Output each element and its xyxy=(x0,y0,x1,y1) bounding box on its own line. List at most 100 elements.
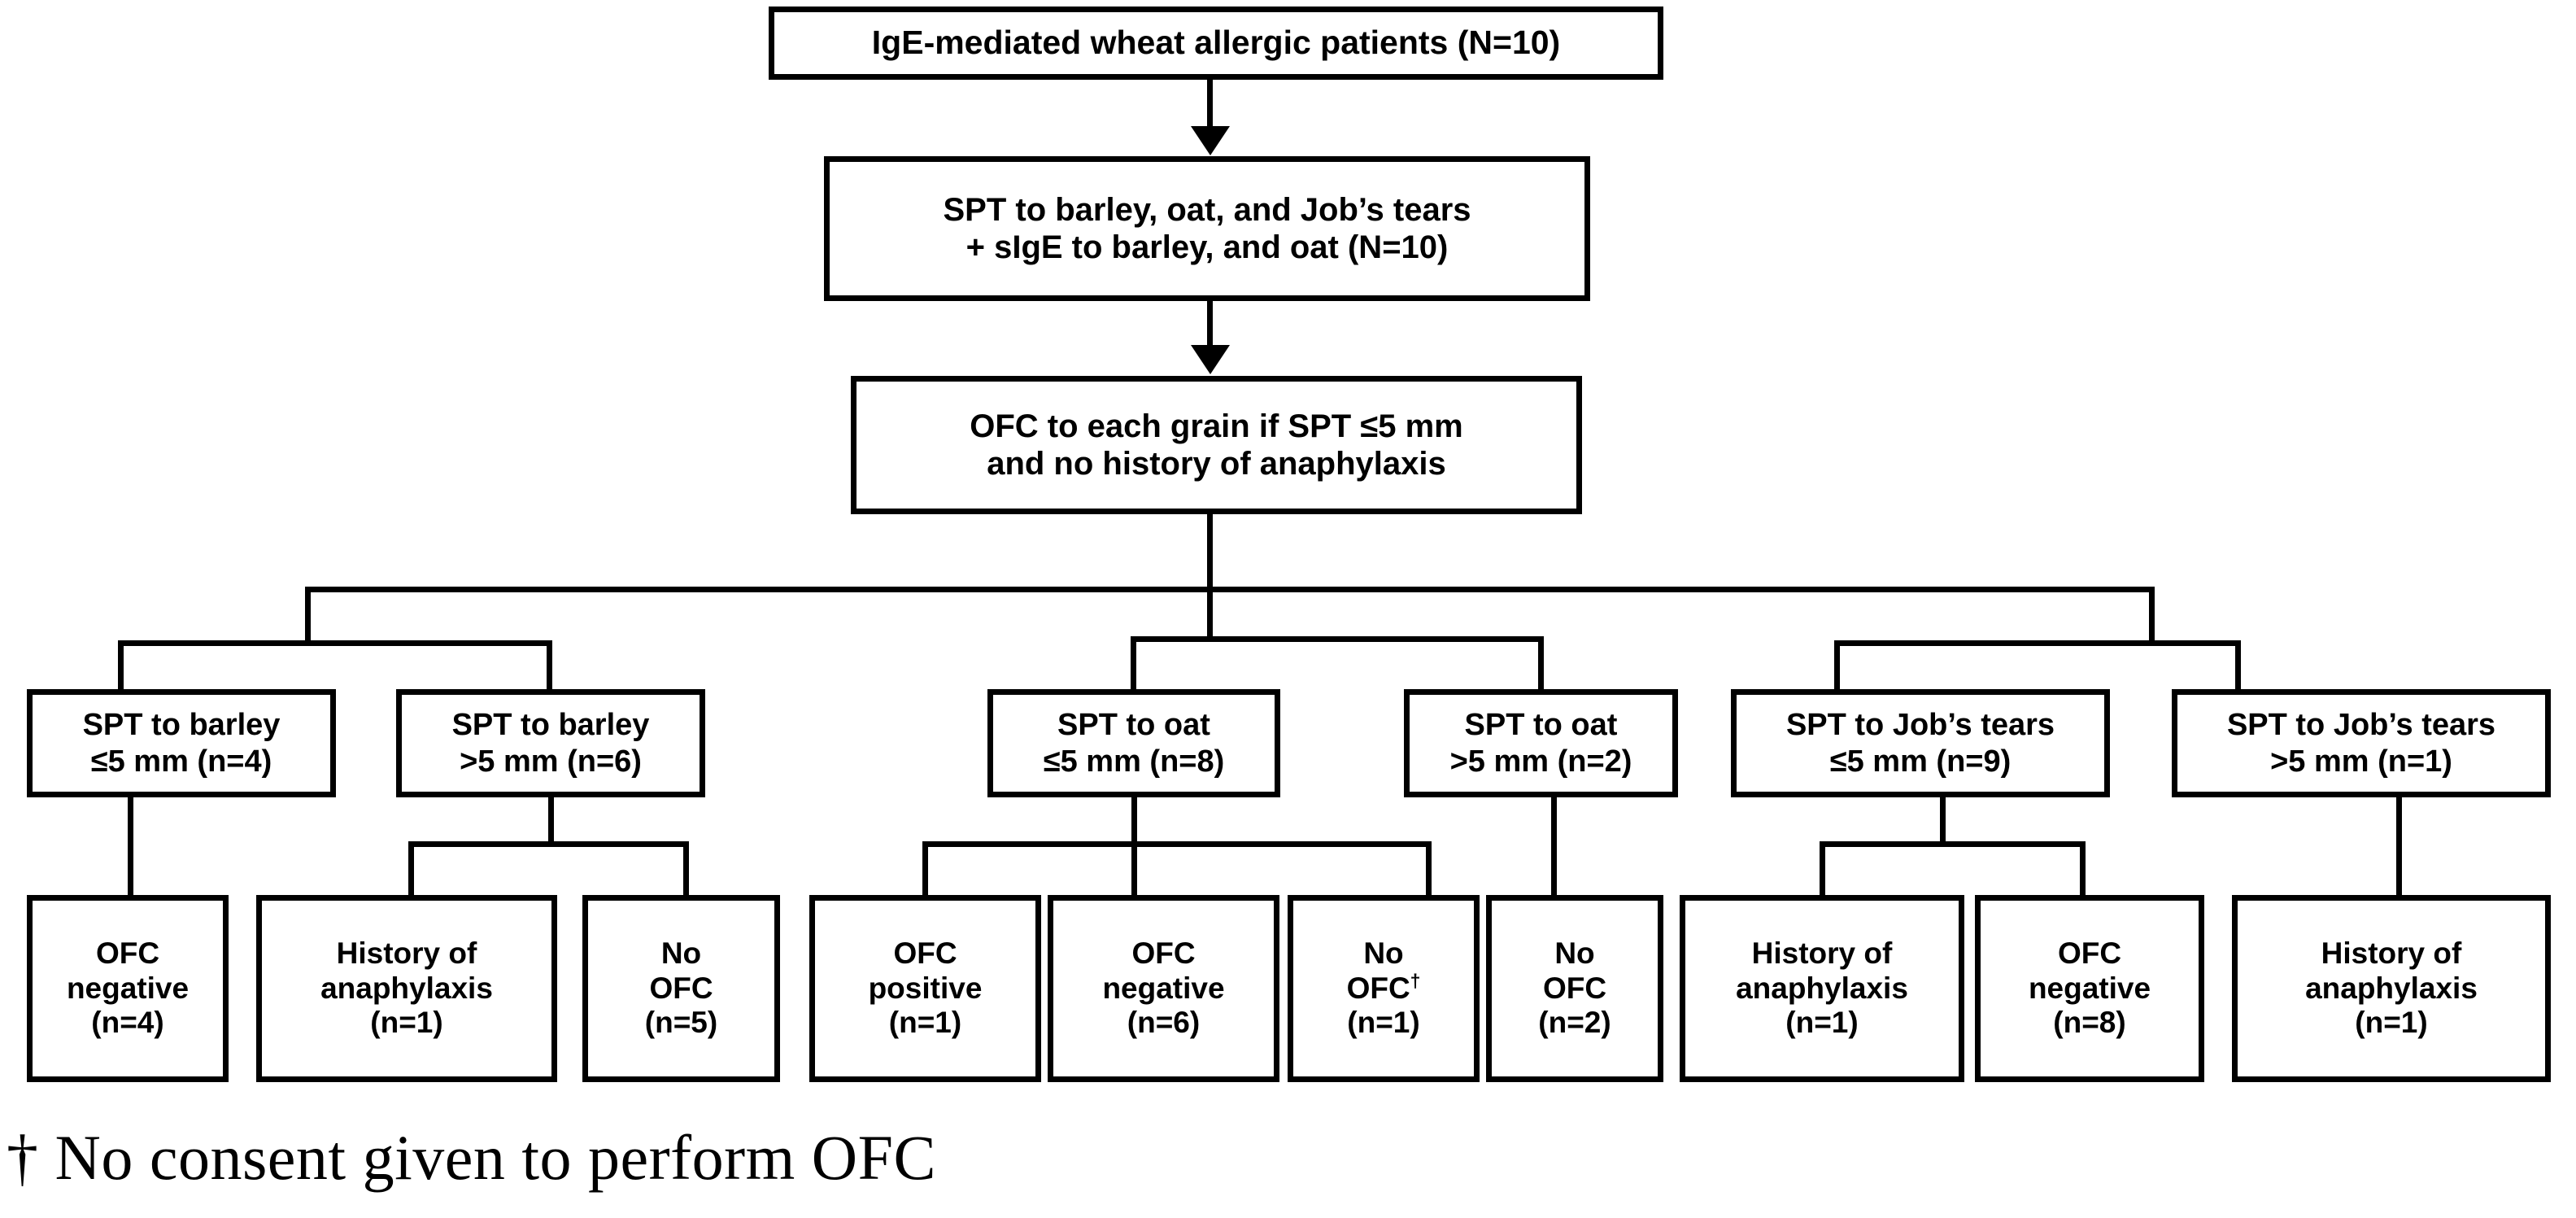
footnote-text: No consent given to perform OFC xyxy=(54,1122,937,1193)
connector-barley-high-leg-right xyxy=(683,841,689,895)
node-spt-oat-high: SPT to oat >5 mm (n=2) xyxy=(1404,689,1678,797)
node-label-line2: anaphylaxis xyxy=(320,971,493,1005)
connector-jobs-tears-low-rail xyxy=(1820,841,2086,847)
node-label-line2-group: OFC† xyxy=(1347,971,1421,1005)
node-leaf-no-ofc-oat-high: No OFC (n=2) xyxy=(1486,895,1663,1082)
node-label-line3: (n=1) xyxy=(1785,1006,1859,1040)
node-label-line1: History of xyxy=(2321,936,2462,970)
node-label: IgE-mediated wheat allergic patients (N=… xyxy=(871,24,1561,62)
connector-subrail-barley xyxy=(118,640,552,646)
connector-jobs-tears-high-to-leaf xyxy=(2396,797,2402,895)
footnote-marker-icon: † xyxy=(1410,970,1421,992)
node-label-line2: negative xyxy=(2028,971,2151,1005)
node-leaf-history-of-anaphylaxis-barley: History of anaphylaxis (n=1) xyxy=(256,895,557,1082)
node-label-line1: SPT to oat xyxy=(1464,708,1618,743)
connector-subrail-barley-right-leg xyxy=(547,640,552,691)
node-label-line3: (n=6) xyxy=(1127,1006,1201,1040)
node-label-line3: (n=8) xyxy=(2053,1006,2126,1040)
node-label-line3: (n=1) xyxy=(1347,1006,1420,1040)
node-label-line1: OFC xyxy=(2057,936,2122,970)
node-label-line1: OFC xyxy=(1131,936,1196,970)
node-label-line1: OFC xyxy=(95,936,160,970)
connector-subrail-oat xyxy=(1131,636,1544,642)
node-label-line1: SPT to oat xyxy=(1057,708,1210,743)
node-label-line1: SPT to barley, oat, and Job’s tears xyxy=(943,191,1471,228)
node-label-line2: >5 mm (n=1) xyxy=(2270,744,2452,779)
node-leaf-no-ofc-dagger-oat: No OFC† (n=1) xyxy=(1288,895,1480,1082)
node-label-line1: SPT to Job’s tears xyxy=(2226,708,2496,743)
connector-level3-stem xyxy=(1207,514,1213,592)
connector-rail-drop-oat xyxy=(1207,587,1213,640)
node-label-line2: >5 mm (n=6) xyxy=(460,744,642,779)
connector-oat-low-leg-left xyxy=(922,841,928,895)
connector-subrail-barley-left-leg xyxy=(118,640,124,691)
node-label-line1: SPT to barley xyxy=(82,708,281,743)
node-label-line2: and no history of anaphylaxis xyxy=(987,446,1446,482)
node-label-line1: SPT to Job’s tears xyxy=(1785,708,2055,743)
node-label-line3: (n=2) xyxy=(1538,1006,1611,1040)
connector-oat-low-stem xyxy=(1131,797,1137,845)
node-label-line2: OFC xyxy=(649,971,713,1005)
node-label-line2: OFC xyxy=(1346,971,1410,1005)
node-label-line1: History of xyxy=(1751,936,1893,970)
node-label-line2: + sIgE to barley, and oat (N=10) xyxy=(965,229,1449,265)
node-igeme­diated-wheat-allergic-patients: IgE-mediated wheat allergic patients (N=… xyxy=(769,7,1663,80)
connector-jobs-tears-low-stem xyxy=(1940,797,1946,845)
connector-oat-high-to-leaf xyxy=(1551,797,1557,895)
connector-barley-high-stem xyxy=(548,797,554,845)
node-spt-oat-low: SPT to oat ≤5 mm (n=8) xyxy=(987,689,1280,797)
node-label-line3: (n=5) xyxy=(644,1006,718,1040)
node-label-line1: SPT to barley xyxy=(451,708,650,743)
connector-barley-high-rail xyxy=(408,841,689,847)
node-label-line1: No xyxy=(1363,936,1404,970)
node-label-line1: History of xyxy=(336,936,477,970)
node-label-line2: ≤5 mm (n=9) xyxy=(1829,744,2012,779)
connector-jobs-tears-low-leg-left xyxy=(1820,841,1825,895)
node-label-line2: positive xyxy=(868,971,983,1005)
connector-oat-low-leg-right xyxy=(1426,841,1432,895)
connector-barley-low-to-leaf xyxy=(128,797,133,895)
connector-main-rail xyxy=(305,587,2155,592)
node-label-line1: No xyxy=(660,936,702,970)
node-label-line1: No xyxy=(1554,936,1595,970)
connector-subrail-jobs-tears xyxy=(1834,640,2241,646)
node-label-line3: (n=1) xyxy=(370,1006,443,1040)
node-ofc-criteria: OFC to each grain if SPT ≤5 mm and no hi… xyxy=(851,376,1582,514)
node-leaf-history-of-anaphylaxis-jobs-tears-low: History of anaphylaxis (n=1) xyxy=(1680,895,1964,1082)
node-label-line3: (n=1) xyxy=(2355,1006,2428,1040)
node-label-line3: (n=4) xyxy=(91,1006,164,1040)
node-label-line3: (n=1) xyxy=(888,1006,962,1040)
node-leaf-ofc-positive-oat: OFC positive (n=1) xyxy=(809,895,1041,1082)
node-leaf-no-ofc-barley: No OFC (n=5) xyxy=(582,895,780,1082)
node-spt-barley-low: SPT to barley ≤5 mm (n=4) xyxy=(27,689,336,797)
node-label-line2: negative xyxy=(1102,971,1225,1005)
connector-barley-high-leg-left xyxy=(408,841,414,895)
node-label-line1: OFC xyxy=(893,936,957,970)
node-label-line2: OFC xyxy=(1542,971,1607,1005)
node-label-line2: >5 mm (n=2) xyxy=(1449,744,1632,779)
arrowhead-level2 xyxy=(1191,126,1230,155)
node-spt-sige-panel: SPT to barley, oat, and Job’s tears + sI… xyxy=(824,156,1590,301)
node-leaf-ofc-negative-barley-low: OFC negative (n=4) xyxy=(27,895,229,1082)
node-label-line2: anaphylaxis xyxy=(2305,971,2478,1005)
node-label-line2: ≤5 mm (n=8) xyxy=(1043,744,1225,779)
node-leaf-ofc-negative-oat: OFC negative (n=6) xyxy=(1048,895,1279,1082)
connector-subrail-jobs-tears-right-leg xyxy=(2235,640,2241,691)
connector-oat-low-leg-mid xyxy=(1131,841,1137,895)
connector-rail-drop-barley xyxy=(305,587,311,645)
node-spt-jobs-tears-high: SPT to Job’s tears >5 mm (n=1) xyxy=(2172,689,2551,797)
footnote: † No consent given to perform OFC xyxy=(7,1121,936,1194)
node-label-line2: ≤5 mm (n=4) xyxy=(90,744,272,779)
connector-level2-to-level3 xyxy=(1207,301,1213,348)
connector-subrail-jobs-tears-left-leg xyxy=(1834,640,1840,691)
connector-subrail-oat-left-leg xyxy=(1131,636,1136,691)
connector-subrail-oat-right-leg xyxy=(1538,636,1544,691)
node-label-line2: negative xyxy=(66,971,190,1005)
node-spt-jobs-tears-low: SPT to Job’s tears ≤5 mm (n=9) xyxy=(1731,689,2110,797)
node-spt-barley-high: SPT to barley >5 mm (n=6) xyxy=(396,689,705,797)
connector-rail-drop-jobs-tears xyxy=(2149,587,2155,645)
arrowhead-level3 xyxy=(1191,345,1230,374)
footnote-dagger-icon: † xyxy=(7,1122,39,1193)
connector-jobs-tears-low-leg-right xyxy=(2080,841,2086,895)
